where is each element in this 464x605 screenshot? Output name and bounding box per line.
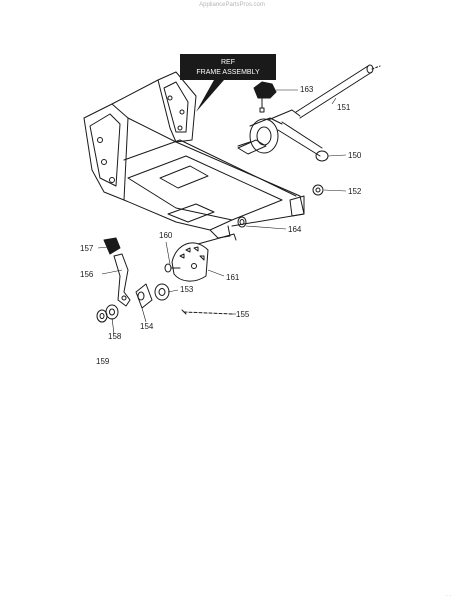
callout-numbers: 163 151 150 152 164 160 157 161 156 153 … [80, 85, 362, 366]
part-151-rod [295, 64, 381, 119]
corner-mark: . . [446, 592, 451, 598]
ref-frame-assembly-callout: REF FRAME ASSEMBLY [180, 54, 276, 112]
part-156-lever-arm [113, 253, 131, 307]
frame-assembly [83, 71, 305, 239]
part-158-washer [105, 304, 119, 320]
watermark: AppliancePartsPros.com [199, 2, 265, 8]
callout-157: 157 [80, 244, 94, 253]
callout-156: 156 [80, 270, 94, 279]
part-164-bushing [237, 216, 247, 228]
part-152-nut [312, 184, 324, 196]
leader-lines [97, 89, 347, 335]
ref-label: REF [221, 59, 235, 66]
part-150-lever-assembly [237, 109, 329, 162]
part-159-nut [96, 309, 108, 323]
callout-155: 155 [236, 310, 250, 319]
part-157-handle-grip [103, 237, 121, 255]
callout-154: 154 [140, 322, 154, 331]
callout-152: 152 [348, 187, 362, 196]
part-160-screw [164, 263, 181, 273]
callout-164: 164 [288, 225, 302, 234]
part-154-spacer [135, 283, 153, 309]
callout-153: 153 [180, 285, 194, 294]
callout-163: 163 [300, 85, 314, 94]
part-161-sector-plate [171, 233, 237, 282]
callout-159: 159 [96, 357, 110, 366]
callout-160: 160 [159, 231, 173, 240]
part-163-knob [253, 81, 277, 113]
part-155-pin [181, 309, 233, 315]
callout-151: 151 [337, 103, 351, 112]
callout-158: 158 [108, 332, 122, 341]
callout-150: 150 [348, 151, 362, 160]
part-153-washer [154, 283, 170, 301]
callout-161: 161 [226, 273, 240, 282]
frame-assembly-label: FRAME ASSEMBLY [196, 69, 260, 76]
